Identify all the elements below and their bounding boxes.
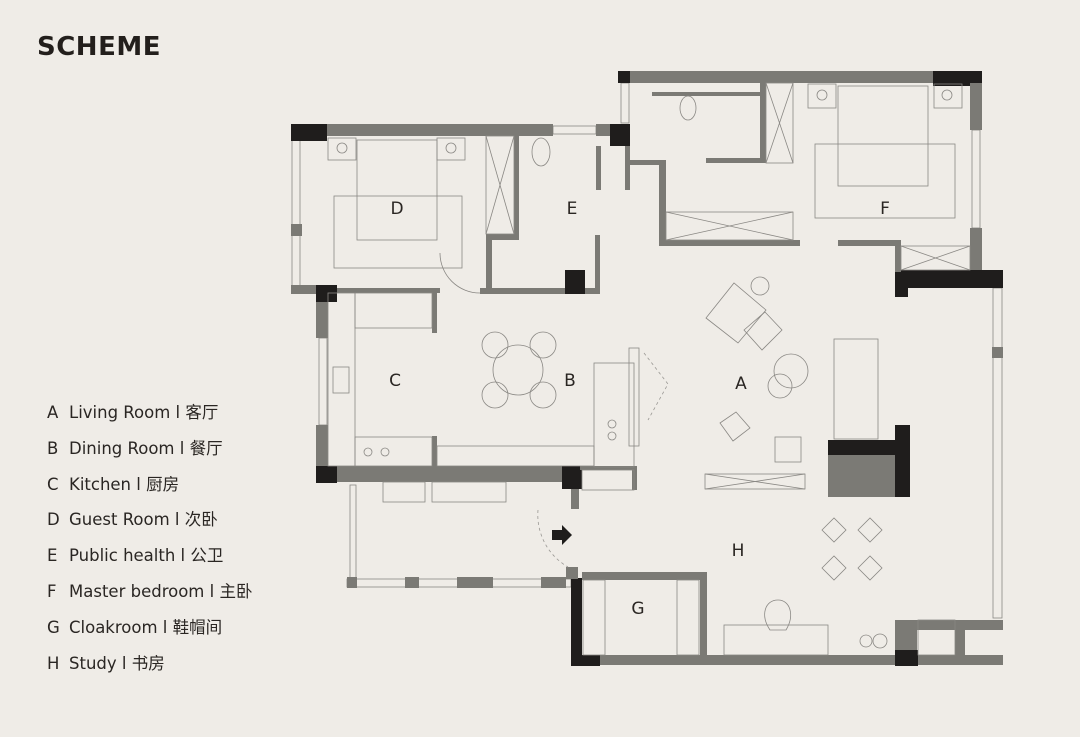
entry-arrow-icon (552, 525, 572, 545)
legend-key: E (47, 546, 58, 566)
room-legend: A Living Room l 客厅 B Dining Room l 餐厅 C Kit… (47, 402, 252, 688)
room-label-c: C (389, 371, 401, 391)
legend-label: Master bedroom l 主卧 (69, 581, 253, 601)
legend-label: Guest Room l 次卧 (69, 510, 218, 530)
legend-key: F (47, 581, 57, 601)
legend-item: B Dining Room l 餐厅 (47, 438, 252, 474)
legend-label: Living Room l 客厅 (69, 403, 219, 422)
legend-key: G (47, 617, 60, 637)
furniture (327, 82, 971, 656)
walls (291, 71, 1003, 666)
legend-label: Public health l 公卫 (69, 546, 224, 566)
legend-label: Kitchen l 厨房 (69, 474, 180, 494)
legend-key: B (47, 438, 59, 458)
legend-item: F Master bedroom l 主卧 (47, 581, 252, 617)
legend-item: E Public health l 公卫 (47, 545, 252, 581)
legend-label: Dining Room l 餐厅 (69, 438, 223, 458)
legend-item: C Kitchen l 厨房 (47, 474, 252, 510)
room-label-g: G (631, 599, 644, 619)
legend-key: A (47, 403, 59, 422)
legend-label: Cloakroom l 鞋帽间 (69, 617, 223, 637)
legend-item: D Guest Room l 次卧 (47, 509, 252, 545)
legend-item: A Living Room l 客厅 (47, 402, 252, 438)
legend-item: G Cloakroom l 鞋帽间 (47, 617, 252, 653)
room-label-h: H (732, 541, 745, 561)
page-title: SCHEME (37, 32, 161, 62)
room-label-d: D (390, 199, 403, 219)
legend-key: H (47, 653, 60, 673)
legend-key: C (47, 474, 59, 494)
room-label-a: A (735, 374, 747, 394)
room-label-f: F (880, 199, 890, 219)
legend-label: Study l 书房 (69, 653, 165, 673)
room-label-b: B (564, 371, 576, 391)
room-labels: A B C D E F G H (389, 199, 890, 619)
legend-key: D (47, 510, 60, 530)
room-label-e: E (567, 199, 578, 219)
legend-item: H Study l 书房 (47, 653, 252, 689)
